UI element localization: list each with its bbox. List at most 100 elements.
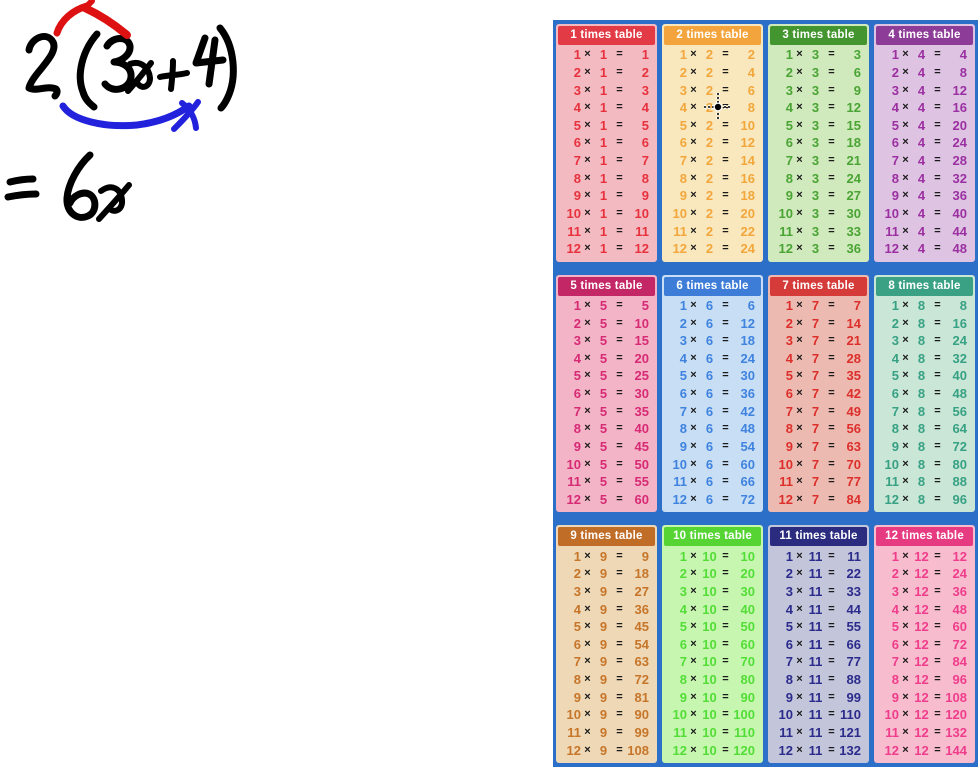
multiplier: 11: [567, 474, 581, 490]
letter-x: [125, 60, 154, 94]
multiplier: 1: [785, 548, 793, 564]
factor: 8: [917, 368, 926, 384]
times-symbol: ×: [902, 154, 909, 167]
times-symbol: ×: [902, 334, 909, 347]
equals-symbol: =: [934, 708, 941, 721]
times-symbol: ×: [690, 725, 697, 738]
times-table-row: 8 × 10 = 80: [668, 673, 757, 686]
equals-symbol: =: [934, 637, 941, 650]
product: 30: [740, 368, 755, 384]
equals-symbol: =: [722, 351, 729, 364]
equals-symbol: =: [828, 206, 835, 219]
product: 99: [634, 724, 649, 740]
times-table-card: 1 times table 1 × 1 = 1 2 × 1 = 2 3 × 1 …: [556, 24, 657, 262]
equals-symbol: =: [934, 549, 941, 562]
times-table-rows: 1 × 3 = 3 2 × 3 = 6 3 × 3 = 9 4 × 3 = 12…: [770, 45, 867, 260]
multiplier: 12: [566, 241, 581, 257]
times-table-row: 8 × 11 = 88: [774, 673, 863, 686]
factor: 1: [599, 135, 608, 151]
times-table-row: 2 × 6 = 12: [668, 317, 757, 330]
times-table-rows: 1 × 11 = 11 2 × 11 = 22 3 × 11 = 33 4 × …: [770, 546, 867, 761]
times-table-row: 5 × 1 = 5: [562, 119, 651, 132]
product: 88: [952, 474, 967, 490]
equals-symbol: =: [722, 224, 729, 237]
times-symbol: ×: [584, 316, 591, 329]
product: 7: [641, 153, 649, 169]
product: 108: [945, 689, 967, 705]
multiplier: 11: [885, 474, 899, 490]
times-symbol: ×: [584, 48, 591, 61]
equals-symbol: =: [828, 242, 835, 255]
times-symbol: ×: [902, 584, 909, 597]
equals-symbol: =: [722, 65, 729, 78]
product: 40: [740, 601, 755, 617]
multiplier: 2: [891, 315, 899, 331]
times-symbol: ×: [584, 422, 591, 435]
factor: 5: [599, 333, 608, 349]
multiplier: 6: [679, 636, 687, 652]
times-symbol: ×: [690, 492, 697, 505]
times-symbol: ×: [796, 404, 803, 417]
multiplier: 8: [785, 672, 793, 688]
equals-symbol: =: [616, 708, 623, 721]
factor: 7: [811, 421, 820, 437]
times-table-row: 7 × 7 = 49: [774, 405, 863, 418]
product: 54: [740, 438, 755, 454]
equals-symbol: =: [616, 48, 623, 61]
times-symbol: ×: [796, 101, 803, 114]
factor: 9: [599, 566, 608, 582]
times-table-row: 1 × 7 = 7: [774, 299, 863, 312]
times-table-card: 9 times table 1 × 9 = 9 2 × 9 = 18 3 × 9…: [556, 525, 657, 763]
factor: 12: [914, 636, 929, 652]
factor: 2: [705, 64, 714, 80]
equals-symbol: =: [722, 298, 729, 311]
crosshair-cursor-icon: [704, 93, 732, 121]
equals-symbol: =: [828, 549, 835, 562]
equals-symbol: =: [722, 584, 729, 597]
product: 36: [634, 601, 649, 617]
times-symbol: ×: [796, 171, 803, 184]
multiplier: 7: [891, 153, 899, 169]
times-table-row: 8 × 8 = 64: [880, 422, 969, 435]
times-table-row: 1 × 12 = 12: [880, 550, 969, 563]
times-table-row: 11 × 5 = 55: [562, 475, 651, 488]
times-table-row: 6 × 6 = 36: [668, 387, 757, 400]
factor: 10: [702, 619, 717, 635]
times-table-row: 6 × 4 = 24: [880, 136, 969, 149]
product: 84: [846, 491, 861, 507]
product: 16: [952, 315, 967, 331]
times-table-row: 7 × 5 = 35: [562, 405, 651, 418]
factor: 8: [917, 474, 926, 490]
multiplier: 7: [891, 654, 899, 670]
letter-x: [127, 60, 153, 90]
multiplier: 12: [778, 491, 793, 507]
times-symbol: ×: [690, 620, 697, 633]
equals-symbol: =: [934, 316, 941, 329]
product: 10: [634, 205, 649, 221]
multiplier: 10: [884, 205, 899, 221]
factor: 1: [599, 47, 608, 63]
times-table-row: 12 × 12 = 144: [880, 744, 969, 757]
equals-symbol: =: [616, 404, 623, 417]
equals-symbol: =: [616, 690, 623, 703]
product: 8: [959, 64, 967, 80]
multiplier: 7: [573, 654, 581, 670]
product: 18: [740, 333, 755, 349]
multiplier: 9: [679, 689, 687, 705]
times-symbol: ×: [690, 584, 697, 597]
times-table-row: 11 × 9 = 99: [562, 726, 651, 739]
factor: 5: [599, 421, 608, 437]
product: 9: [641, 548, 649, 564]
product: 36: [740, 386, 755, 402]
product: 3: [853, 47, 861, 63]
factor: 5: [599, 350, 608, 366]
times-table-row: 5 × 7 = 35: [774, 369, 863, 382]
times-table-row: 4 × 7 = 28: [774, 352, 863, 365]
times-table-row: 9 × 6 = 54: [668, 440, 757, 453]
factor: 7: [811, 350, 820, 366]
times-symbol: ×: [690, 83, 697, 96]
times-table-rows: 1 × 7 = 7 2 × 7 = 14 3 × 7 = 21 4 × 7 = …: [770, 296, 867, 511]
multiplier: 3: [891, 333, 899, 349]
factor: 1: [599, 241, 608, 257]
multiplier: 5: [679, 117, 687, 133]
